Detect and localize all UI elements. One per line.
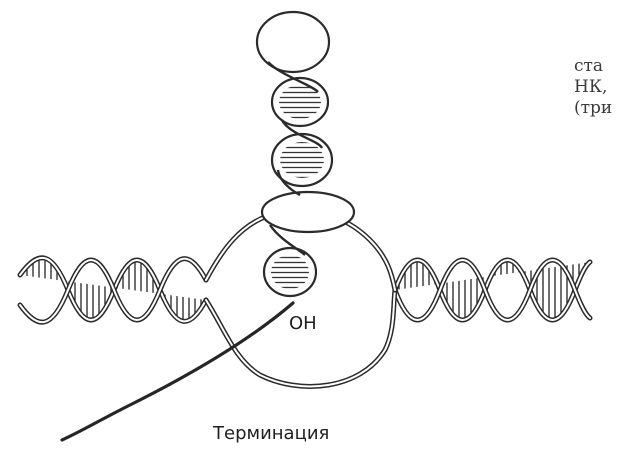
dna-helix-left xyxy=(20,258,206,322)
cropped-side-text: ста НК, (три xyxy=(574,56,637,119)
figure-caption: Терминация xyxy=(212,423,329,444)
side-text-line-2: НК, xyxy=(574,77,637,98)
rna-hairpin xyxy=(257,12,354,296)
dna-helix-right xyxy=(395,260,590,320)
side-text-line-1: ста xyxy=(574,56,637,77)
oh-label: OH xyxy=(289,313,317,334)
transcription-bubble xyxy=(206,211,395,386)
side-text-line-3: (три xyxy=(574,98,637,119)
